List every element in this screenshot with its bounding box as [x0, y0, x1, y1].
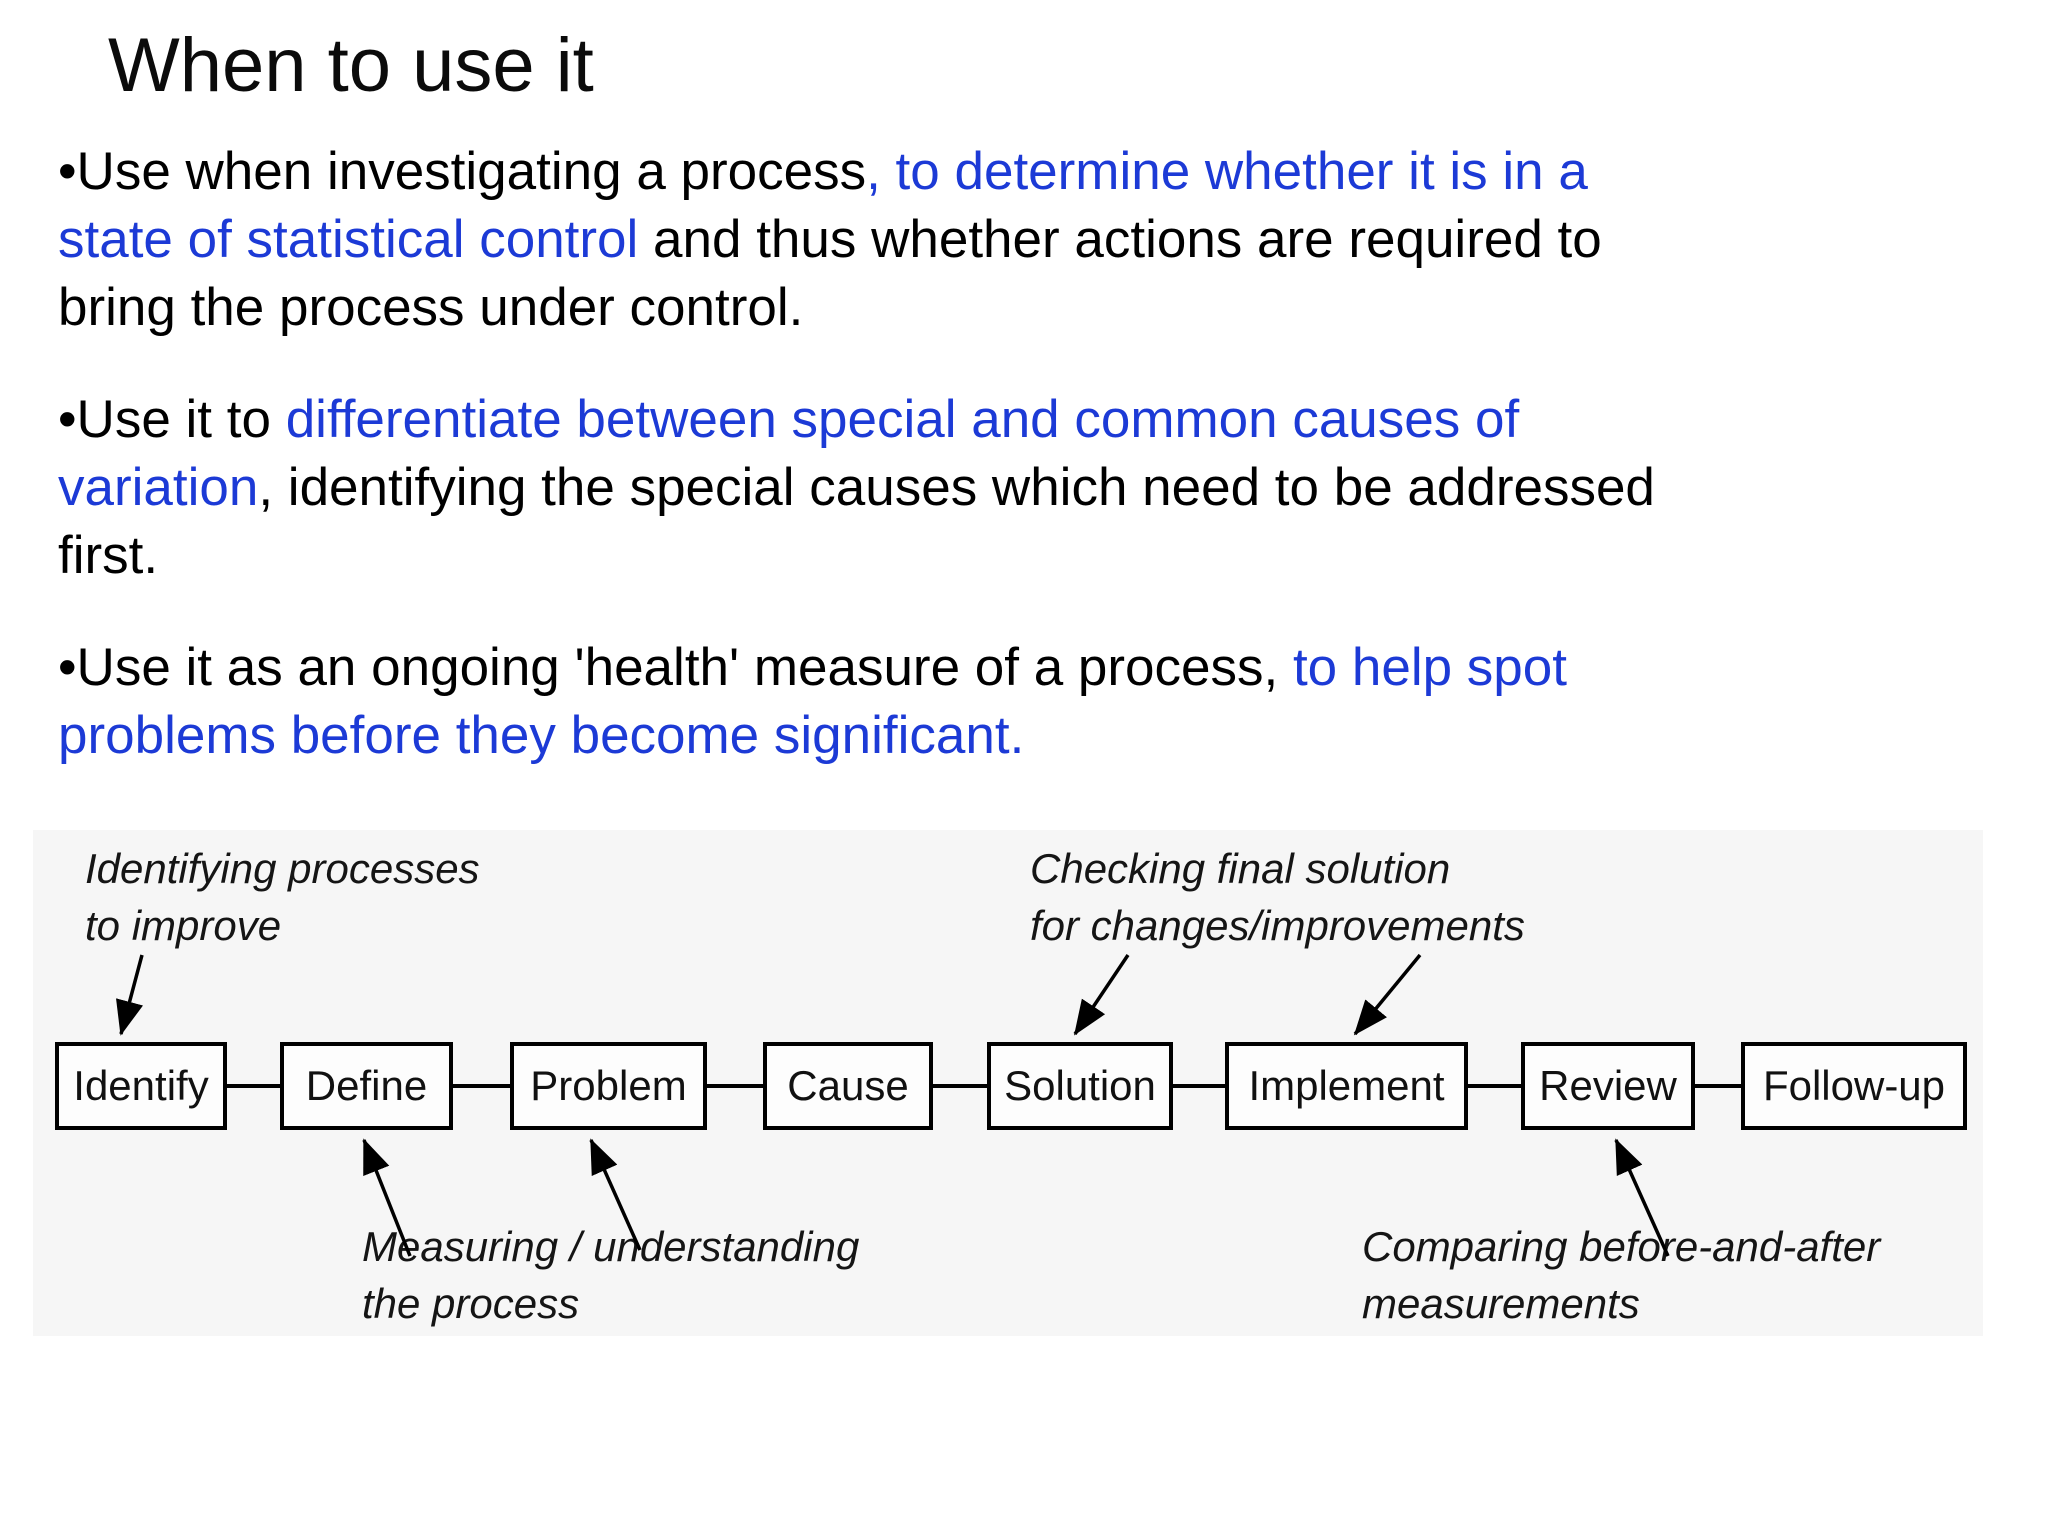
text-segment: problems before they become significant.	[58, 706, 1025, 765]
text-segment: first.	[58, 526, 159, 585]
bullet-paragraph: •Use when investigating a process, to de…	[58, 138, 2018, 342]
process-box-problem: Problem	[510, 1042, 707, 1130]
bullet-line: •Use it as an ongoing 'health' measure o…	[58, 634, 2018, 702]
text-segment: , to determine whether it is in a	[866, 142, 1588, 201]
text-segment: •Use it to	[58, 390, 286, 449]
annotation-comparing-measurements: Comparing before-and-after measurements	[1362, 1218, 1880, 1332]
arrow-to-define	[362, 1138, 412, 1257]
text-segment: bring the process under control.	[58, 278, 804, 337]
bullet-paragraph: •Use it as an ongoing 'health' measure o…	[58, 634, 2018, 770]
text-segment: and thus whether actions are required to	[638, 210, 1602, 269]
process-box-review: Review	[1521, 1042, 1695, 1130]
bullet-paragraph: •Use it to differentiate between special…	[58, 386, 2018, 590]
annotation-line: the process	[362, 1280, 580, 1327]
page-title: When to use it	[108, 23, 594, 108]
process-flow-diagram: Identifying processes to improve Checkin…	[33, 830, 1983, 1336]
annotation-line: measurements	[1362, 1280, 1640, 1327]
bullet-line: •Use when investigating a process, to de…	[58, 138, 2018, 206]
process-box-cause: Cause	[763, 1042, 933, 1130]
text-segment: to help spot	[1278, 638, 1567, 697]
arrow-to-implement	[1353, 953, 1422, 1036]
annotation-line: Identifying processes	[85, 845, 480, 892]
text-segment: differentiate between special and common…	[285, 390, 1520, 449]
annotation-arrows	[116, 953, 1670, 1257]
bullet-line: state of statistical control and thus wh…	[58, 206, 2018, 274]
annotation-line: Comparing before-and-after	[1362, 1223, 1881, 1270]
process-box-identify: Identify	[55, 1042, 227, 1130]
process-box-solution: Solution	[987, 1042, 1173, 1130]
bullet-line: bring the process under control.	[58, 274, 2018, 342]
process-box-define: Define	[280, 1042, 453, 1130]
process-box-implement: Implement	[1225, 1042, 1468, 1130]
process-box-followup: Follow-up	[1741, 1042, 1967, 1130]
bullet-line: first.	[58, 522, 2018, 590]
text-segment: •Use it as an ongoing 'health' measure o…	[58, 638, 1279, 697]
text-segment: •Use when investigating a process	[58, 142, 867, 201]
bullet-line: problems before they become significant.	[58, 702, 2018, 770]
annotation-line: Checking final solution	[1030, 845, 1451, 892]
bullet-line: •Use it to differentiate between special…	[58, 386, 2018, 454]
arrow-to-review	[1614, 1138, 1670, 1257]
text-segment: , identifying the special causes which n…	[258, 458, 1655, 517]
annotation-line: Measuring / understanding	[362, 1223, 860, 1270]
arrow-to-problem	[589, 1138, 642, 1251]
annotation-measuring-understanding: Measuring / understanding the process	[362, 1218, 859, 1332]
annotation-identifying-processes: Identifying processes to improve	[85, 840, 480, 954]
arrow-to-identify	[116, 954, 144, 1036]
text-segment: variation	[58, 458, 259, 517]
text-segment: state of statistical control	[58, 210, 639, 269]
annotation-line: to improve	[85, 902, 282, 949]
annotation-line: for changes/improvements	[1030, 902, 1525, 949]
annotation-checking-final-solution: Checking final solution for changes/impr…	[1030, 840, 1525, 954]
bullet-line: variation, identifying the special cause…	[58, 454, 2018, 522]
arrow-to-solution	[1073, 954, 1130, 1036]
